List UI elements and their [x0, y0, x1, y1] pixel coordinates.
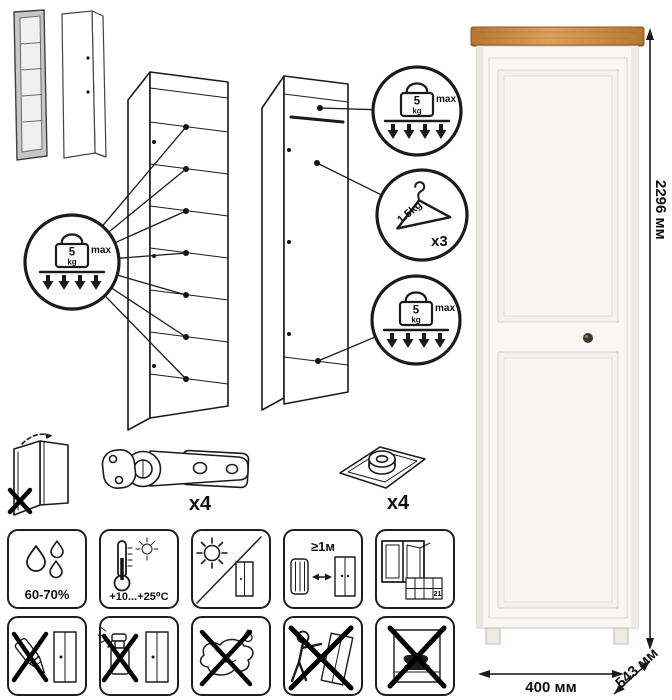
- shelf-weight-value: 5: [413, 305, 420, 317]
- tilted-wardrobe-icon: [320, 632, 354, 686]
- calendar-day-label: 21: [434, 591, 442, 598]
- shelf-cabinet-diagram: [71, 71, 229, 431]
- mounting-foot-icon: [339, 446, 426, 489]
- top-shelf-load-limit-badge: 5 kg max: [371, 65, 463, 157]
- no-dragging-warning: [283, 616, 363, 696]
- hanger-count-label: x3: [431, 233, 448, 250]
- no-sharp-tools-warning: [7, 616, 87, 696]
- shelf-weight-max-label: max: [435, 303, 455, 314]
- width-dimension: 400 мм: [478, 670, 624, 696]
- window-icon: [381, 540, 431, 583]
- cabinet-thumbnail-shaded-icon: [13, 9, 48, 161]
- height-dimension-label: 2296 мм: [652, 180, 669, 240]
- shelf-weight-unit: kg: [411, 316, 420, 325]
- weight-icon: 5 kg: [54, 233, 90, 269]
- hanger-icon: [396, 181, 452, 230]
- bottom-shelf-load-limit-badge: 5 kg max: [370, 274, 462, 366]
- depth-dimension-label: 543 мм: [612, 645, 661, 692]
- temperature-requirement: +10...+25⁰C: [99, 529, 179, 609]
- shelf-weight-unit: kg: [67, 258, 76, 267]
- humidity-label: 60-70%: [25, 587, 70, 602]
- width-dimension-label: 400 мм: [525, 679, 576, 696]
- hinge-icon: [101, 449, 250, 489]
- no-heavy-load-warning: [375, 616, 455, 696]
- weight-icon: 5 kg: [399, 82, 435, 118]
- shelf-weight-value: 5: [69, 247, 76, 259]
- down-arrows-icon: [387, 124, 447, 139]
- depth-dimension: 543 мм: [612, 645, 662, 695]
- shelf-weight-value: 5: [414, 96, 421, 108]
- weight-icon: 5 kg: [398, 291, 434, 327]
- shelf-load-limit-badge: 5 kg max: [23, 213, 121, 311]
- foot-count-label: x4: [387, 492, 410, 514]
- shelf-weight-unit: kg: [412, 107, 421, 116]
- wardrobe-foot: [613, 627, 629, 645]
- humidity-requirement: 60-70%: [7, 529, 87, 609]
- down-arrows-icon: [42, 275, 102, 290]
- radiator-icon: [290, 558, 309, 595]
- no-wet-cloth-warning: [191, 616, 271, 696]
- hinge-count-label: x4: [189, 493, 212, 515]
- wardrobe-interior-diagram: [261, 75, 423, 411]
- temperature-label: +10...+25⁰C: [109, 591, 168, 603]
- thermometer-icon: [113, 540, 133, 592]
- wardrobe-foot: [485, 627, 501, 645]
- water-drops-icon: [26, 540, 64, 579]
- down-arrows-icon: [386, 333, 446, 348]
- wardrobe-icon: [235, 561, 254, 597]
- ventilation-requirement: 21: [375, 529, 455, 609]
- hanger-load-limit-badge: 1.5kg x3: [375, 168, 469, 262]
- min-distance-label: ≥1м: [311, 539, 335, 554]
- distance-arrow-icon: [312, 573, 332, 581]
- no-direct-sunlight-warning: [191, 529, 271, 609]
- wardrobe-icon: [334, 556, 356, 597]
- tip-over-warning-icon: [7, 433, 69, 516]
- sun-icon: [196, 537, 228, 569]
- door-knob: [583, 333, 593, 343]
- no-solvent-spray-warning: [97, 616, 179, 696]
- shelf-weight-max-label: max: [436, 94, 456, 105]
- calendar-icon: 21: [405, 577, 443, 600]
- cabinet-thumbnail-outline-icon: [61, 10, 107, 159]
- wardrobe-icon: [145, 631, 169, 683]
- wardrobe-icon: [53, 631, 77, 683]
- height-dimension: 2296 мм: [646, 28, 669, 650]
- wardrobe-product-image: [470, 26, 645, 645]
- sun-icon: [135, 537, 159, 561]
- shelf-weight-max-label: max: [91, 245, 111, 256]
- heat-distance-requirement: ≥1м: [283, 529, 363, 609]
